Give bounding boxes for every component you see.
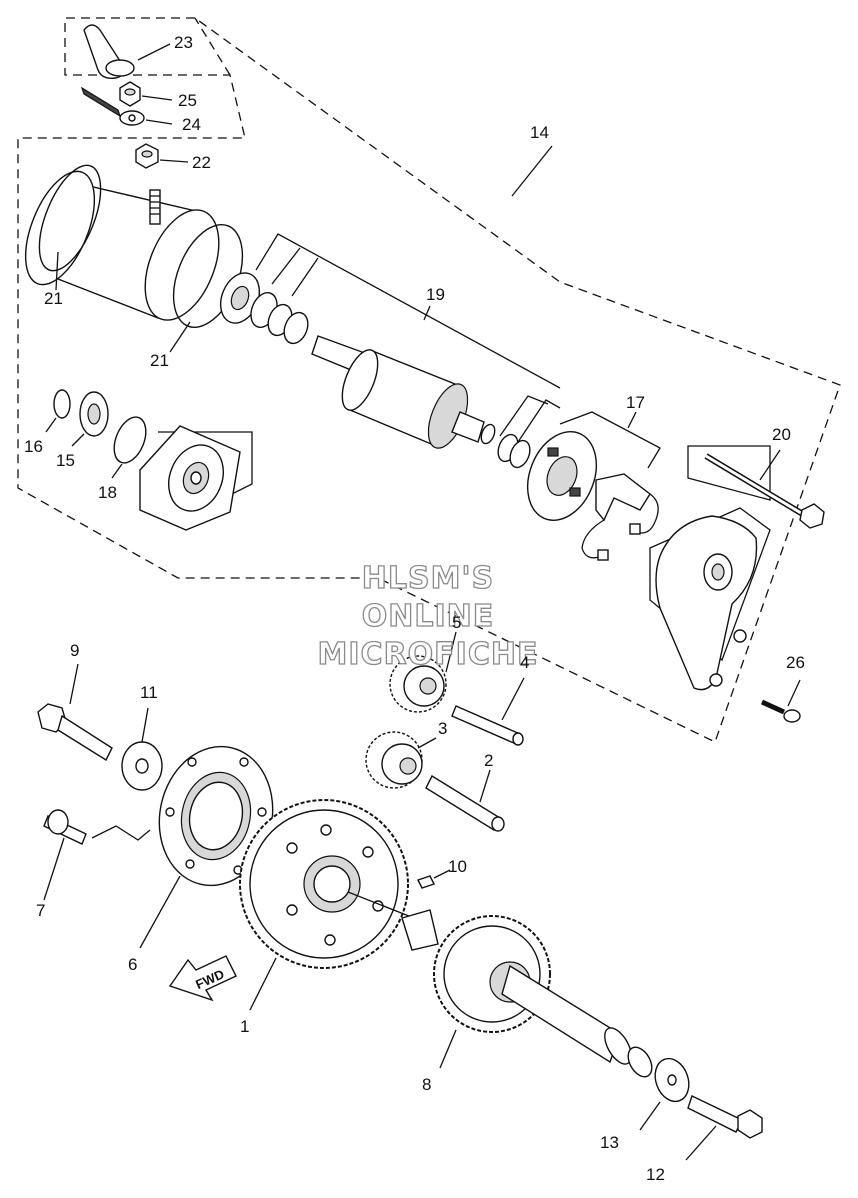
part-6-clutch (139, 745, 274, 949)
part-1-starter-gear (239, 799, 415, 1011)
part-15-bearing (71, 391, 109, 447)
end-cover-bracket (649, 507, 771, 691)
part-8-idler-shaft (401, 909, 653, 1078)
watermark-line-2: ONLINE (362, 599, 495, 634)
callout-leaders (511, 145, 553, 197)
callout-12: 12 (646, 1165, 665, 1184)
callout-26: 26 (786, 653, 805, 672)
callout-19: 19 (426, 285, 445, 304)
callout-16: 16 (24, 437, 43, 456)
part-25-nut (119, 81, 173, 107)
part-16-circlip (45, 389, 71, 433)
part-5-gear (389, 631, 457, 713)
part-3-gear (365, 731, 437, 789)
part-13-washer (639, 1057, 690, 1131)
callout-22: 22 (192, 153, 211, 172)
callout-14: 14 (530, 123, 549, 142)
watermark: HLSM'S ONLINE MICROFICHE (317, 560, 539, 672)
starter-motor-assembly-boundary (17, 17, 841, 743)
callout-25: 25 (178, 91, 197, 110)
part-7-bolt (43, 809, 151, 901)
watermark-line-3: MICROFICHE (318, 637, 539, 672)
part-20-through-bolt (687, 445, 825, 529)
callout-21-a: 21 (44, 289, 63, 308)
part-18-o-ring (111, 416, 147, 479)
part-12-bolt (685, 1095, 763, 1161)
part-9-bolt (37, 663, 113, 762)
callout-9: 9 (70, 641, 79, 660)
callout-11: 11 (140, 683, 158, 702)
callout-2: 2 (484, 751, 493, 770)
callout-15: 15 (56, 451, 75, 470)
part-21-o-ring-front (38, 164, 102, 291)
callout-numbers: 23 25 24 22 14 21 21 19 17 20 16 15 18 5… (24, 33, 805, 1184)
commutator-washers (497, 395, 561, 469)
callout-7: 7 (36, 901, 45, 920)
fwd-arrow-icon: FWD (168, 955, 237, 1002)
part-17-brush-holder (526, 411, 661, 561)
callout-1: 1 (240, 1017, 249, 1036)
callout-20: 20 (772, 425, 791, 444)
callout-21-b: 21 (150, 351, 169, 370)
callout-3: 3 (438, 719, 447, 738)
part-2-shaft (425, 769, 505, 832)
callout-23: 23 (174, 33, 193, 52)
part-22-nut (135, 143, 189, 169)
callout-18: 18 (98, 483, 117, 502)
motor-yoke (24, 170, 220, 321)
callout-6: 6 (128, 955, 137, 974)
part-24-lead-wire (80, 86, 173, 126)
part-23-boot (83, 24, 171, 80)
watermark-line-1: HLSM'S (362, 561, 494, 596)
part-26-screw (760, 679, 801, 723)
yoke-end-washers (219, 233, 561, 389)
part-10-key (417, 869, 451, 889)
callout-24: 24 (182, 115, 201, 134)
part-4-shaft (451, 677, 525, 746)
part-11-washer (121, 707, 163, 791)
part-19-armature (311, 335, 496, 449)
front-cover (139, 425, 253, 531)
callout-8: 8 (422, 1075, 431, 1094)
callout-17: 17 (626, 393, 645, 412)
callout-5: 5 (452, 613, 461, 632)
callout-13: 13 (600, 1133, 619, 1152)
callout-4: 4 (520, 653, 529, 672)
callout-10: 10 (448, 857, 467, 876)
